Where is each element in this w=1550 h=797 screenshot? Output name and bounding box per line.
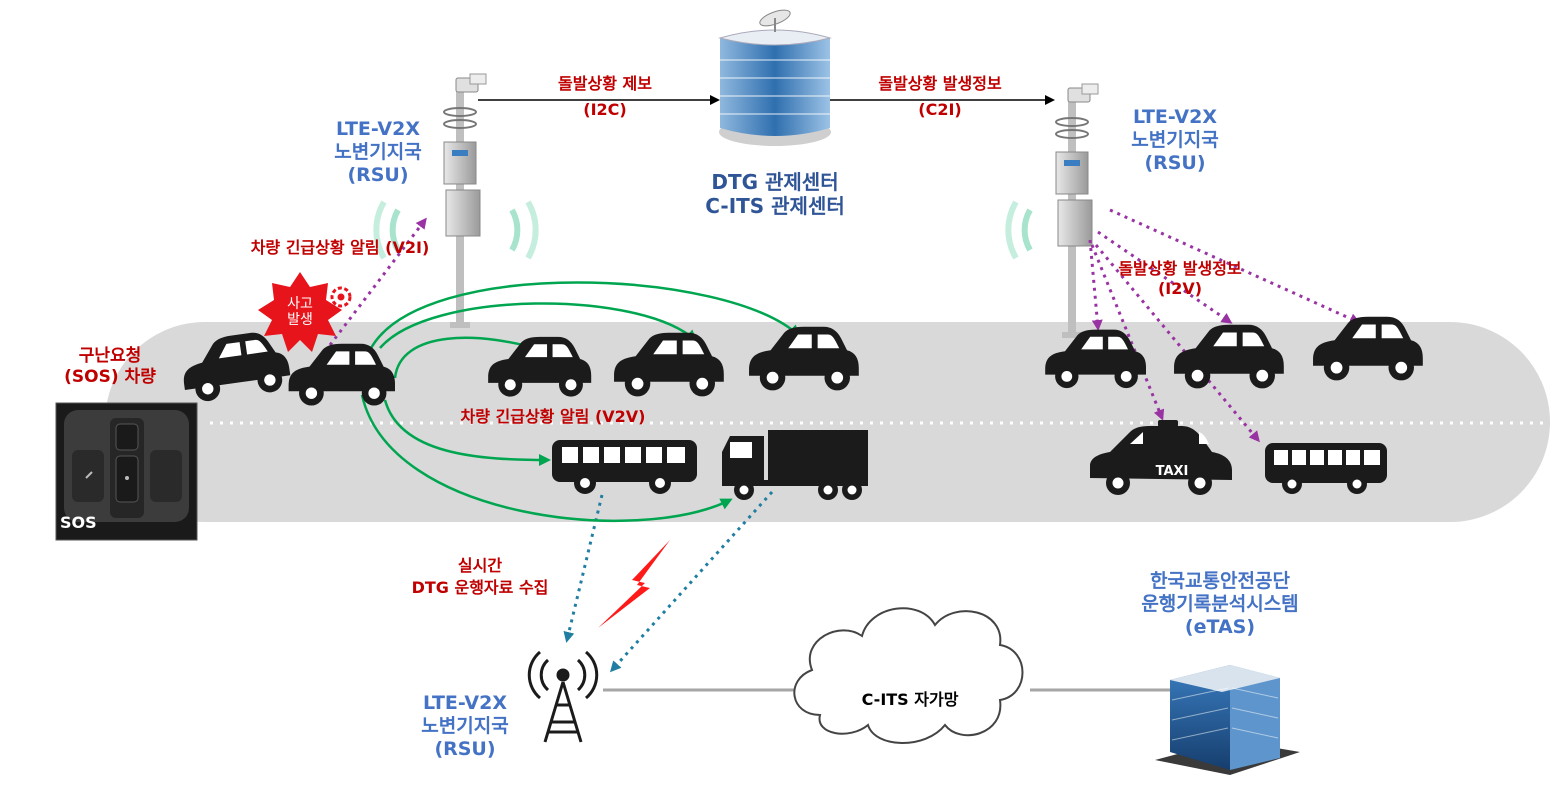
v2v-label: 차량 긴급상황 알림 (V2V) (460, 407, 646, 426)
rsu-label-bottom: LTE-V2X 노변기지국 (RSU) (400, 692, 530, 762)
i2c-label: 돌발상황 제보 (I2C) (520, 74, 690, 119)
bus-right (1265, 443, 1387, 494)
i2v-text: 돌발상황 발생정보 (1118, 259, 1242, 278)
wave-glows (373, 200, 1033, 260)
rsu-label-right: LTE-V2X 노변기지국 (RSU) (1110, 106, 1240, 176)
etas-label: 한국교통안전공단 운행기록분석시스템 (eTAS) (1100, 570, 1340, 640)
rsu-bottom-line3: (RSU) (434, 738, 496, 761)
sos-vehicle-line2: (SOS) 차량 (64, 366, 156, 387)
accident-burst (258, 272, 342, 352)
gear-icon (330, 286, 352, 308)
truck (722, 430, 868, 500)
c2i-label: 돌발상황 발생정보 (C2I) (845, 74, 1035, 119)
control-center-label: DTG 관제센터 C-ITS 관제센터 (680, 170, 870, 219)
etas-line2: 운행기록분석시스템 (1141, 593, 1299, 616)
rsu-bottom-line2: 노변기지국 (421, 715, 509, 738)
accident-line1: 사고 (287, 296, 313, 312)
bus-to-tower-arrow (563, 494, 604, 643)
v2v-arrows (360, 281, 801, 522)
taxi (1090, 420, 1232, 495)
rsu-right-line1: LTE-V2X (1133, 106, 1217, 128)
i2v-label: 돌발상황 발생정보 (I2V) (1085, 259, 1275, 298)
bus-left (552, 440, 697, 494)
rsu-pole-right (1055, 83, 1099, 339)
v2i-arrow (328, 217, 427, 346)
etas-line1: 한국교통안전공단 (1150, 570, 1290, 592)
rsu-right-line3: (RSU) (1144, 152, 1206, 175)
lightning-icon (598, 540, 670, 628)
rsu-left-line3: (RSU) (347, 164, 409, 187)
taxi-sign: TAXI (1155, 464, 1189, 479)
rsu-left-line1: LTE-V2X (336, 118, 420, 140)
etas-line3: (eTAS) (1184, 616, 1256, 639)
i2c-text: 돌발상황 제보 (558, 74, 652, 93)
control-center-line2: C-ITS 관제센터 (705, 194, 845, 219)
sos-button-panel (55, 402, 198, 541)
realtime-line2: DTG 운행자료 수집 (411, 577, 549, 597)
rsu-bottom-line1: LTE-V2X (423, 692, 507, 714)
rsu-left-line2: 노변기지국 (334, 141, 422, 164)
c2i-text: 돌발상황 발생정보 (878, 74, 1002, 93)
control-center-line1: DTG 관제센터 (711, 170, 839, 194)
i2v-code: (I2V) (1157, 278, 1203, 298)
realtime-label: 실시간 DTG 운행자료 수집 (380, 556, 580, 597)
realtime-line1: 실시간 (457, 556, 503, 575)
i2c-code: (I2C) (583, 99, 627, 119)
rsu-right-line2: 노변기지국 (1131, 129, 1219, 152)
rsu-label-left: LTE-V2X 노변기지국 (RSU) (318, 118, 438, 188)
control-center-building (718, 9, 832, 146)
etas-building (1155, 665, 1300, 775)
cloud-network (793, 607, 1024, 744)
c2i-code: (C2I) (918, 99, 962, 119)
sos-button-label: SOS (60, 513, 97, 532)
i2v-arrows (1088, 208, 1361, 443)
accident-line2: 발생 (287, 312, 313, 329)
network-label: C-ITS 자가망 (861, 690, 959, 709)
accident-label: 사고 발생 (278, 296, 322, 328)
sos-vehicle-line1: 구난요청 (78, 346, 142, 366)
cell-tower (527, 650, 599, 743)
v2i-label: 차량 긴급상황 알림 (V2I) (250, 238, 430, 257)
sos-vehicle-label: 구난요청 (SOS) 차량 (50, 346, 170, 387)
